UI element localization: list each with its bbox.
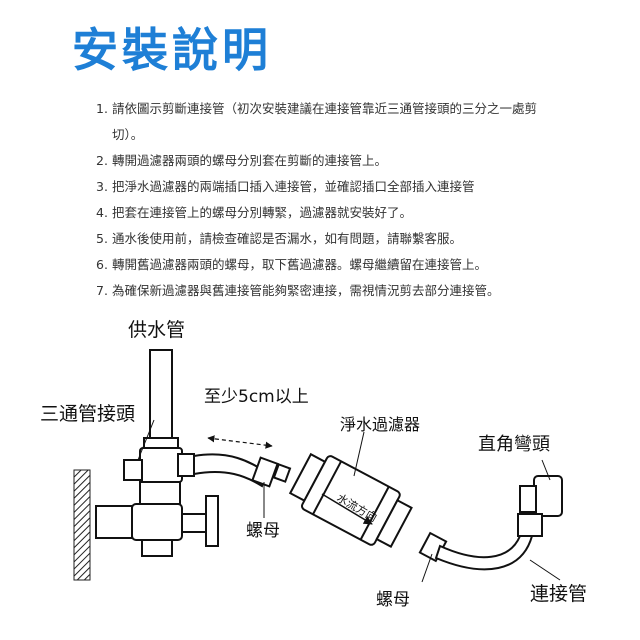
step-number: 5.	[96, 231, 108, 246]
tee-connector	[95, 437, 219, 557]
label-elbow: 直角彎頭	[478, 434, 550, 455]
step-number: 6.	[96, 257, 108, 272]
page-title: 安裝說明	[72, 23, 272, 77]
step-text: 通水後使用前，請檢查確認是否漏水，如有問題，請聯繫客服。	[112, 231, 463, 246]
step-item: 3. 把淨水過濾器的兩端插口插入連接管，並確認插口全部插入連接管	[96, 174, 566, 200]
leader-lines	[137, 419, 561, 583]
step-text: 請依圖示剪斷連接管（初次安裝建議在連接管靠近三通管接頭的三分之一處剪切）。	[112, 101, 538, 142]
step-item: 4. 把套在連接管上的螺母分別轉緊，過濾器就安裝好了。	[96, 200, 566, 226]
step-item: 2. 轉開過濾器兩頭的螺母分別套在剪斷的連接管上。	[96, 148, 566, 174]
step-item: 6. 轉開舊過濾器兩頭的螺母，取下舊過濾器。螺母繼續留在連接管上。	[96, 252, 566, 278]
installation-diagram: 供水管 三通管接頭 至少5cm以上 淨水過濾器 水流方向 直角彎頭 螺母 螺母 …	[40, 319, 587, 610]
step-number: 4.	[96, 205, 108, 220]
connect-pipe-right	[434, 535, 534, 571]
supply-pipe	[149, 349, 173, 441]
step-number: 1.	[96, 101, 108, 116]
flow-arrow	[321, 493, 373, 525]
label-nut-right: 螺母	[376, 590, 410, 610]
step-text: 把淨水過濾器的兩端插口插入連接管，並確認插口全部插入連接管	[112, 179, 475, 194]
step-text: 轉開舊過濾器兩頭的螺母，取下舊過濾器。螺母繼續留在連接管上。	[112, 257, 488, 272]
filter-body	[288, 452, 413, 549]
wall	[73, 469, 91, 581]
elbow-fitting	[517, 475, 563, 537]
label-supply-pipe: 供水管	[128, 319, 185, 341]
instruction-list: 1.請依圖示剪斷連接管（初次安裝建議在連接管靠近三通管接頭的三分之一處剪切）。 …	[96, 96, 566, 304]
step-number: 7.	[96, 283, 108, 298]
label-connect-pipe: 連接管	[530, 583, 587, 605]
step-item: 1. 請依圖示剪斷連接管（初次安裝建議在連接管靠近三通管接頭的三分之一處剪切）。	[96, 96, 566, 148]
label-nut-left: 螺母	[246, 521, 280, 541]
step-text: 把套在連接管上的螺母分別轉緊，過濾器就安裝好了。	[112, 205, 413, 220]
distance-dimension	[207, 435, 273, 449]
step-item: 7. 為確保新過濾器與舊連接管能夠緊密連接，需視情況剪去部分連接管。	[96, 278, 566, 304]
connect-pipe-left	[193, 453, 268, 488]
step-number: 2.	[96, 153, 108, 168]
nut-left-shape	[251, 456, 292, 488]
step-text: 為確保新過濾器與舊連接管能夠緊密連接，需視情況剪去部分連接管。	[112, 283, 500, 298]
step-text: 轉開過濾器兩頭的螺母分別套在剪斷的連接管上。	[112, 153, 388, 168]
step-number: 3.	[96, 179, 108, 194]
label-min-distance: 至少5cm以上	[204, 387, 309, 407]
label-filter: 淨水過濾器	[340, 415, 420, 434]
step-item: 5. 通水後使用前，請檢查確認是否漏水，如有問題，請聯繫客服。	[96, 226, 566, 252]
label-tee-connector: 三通管接頭	[40, 403, 135, 425]
